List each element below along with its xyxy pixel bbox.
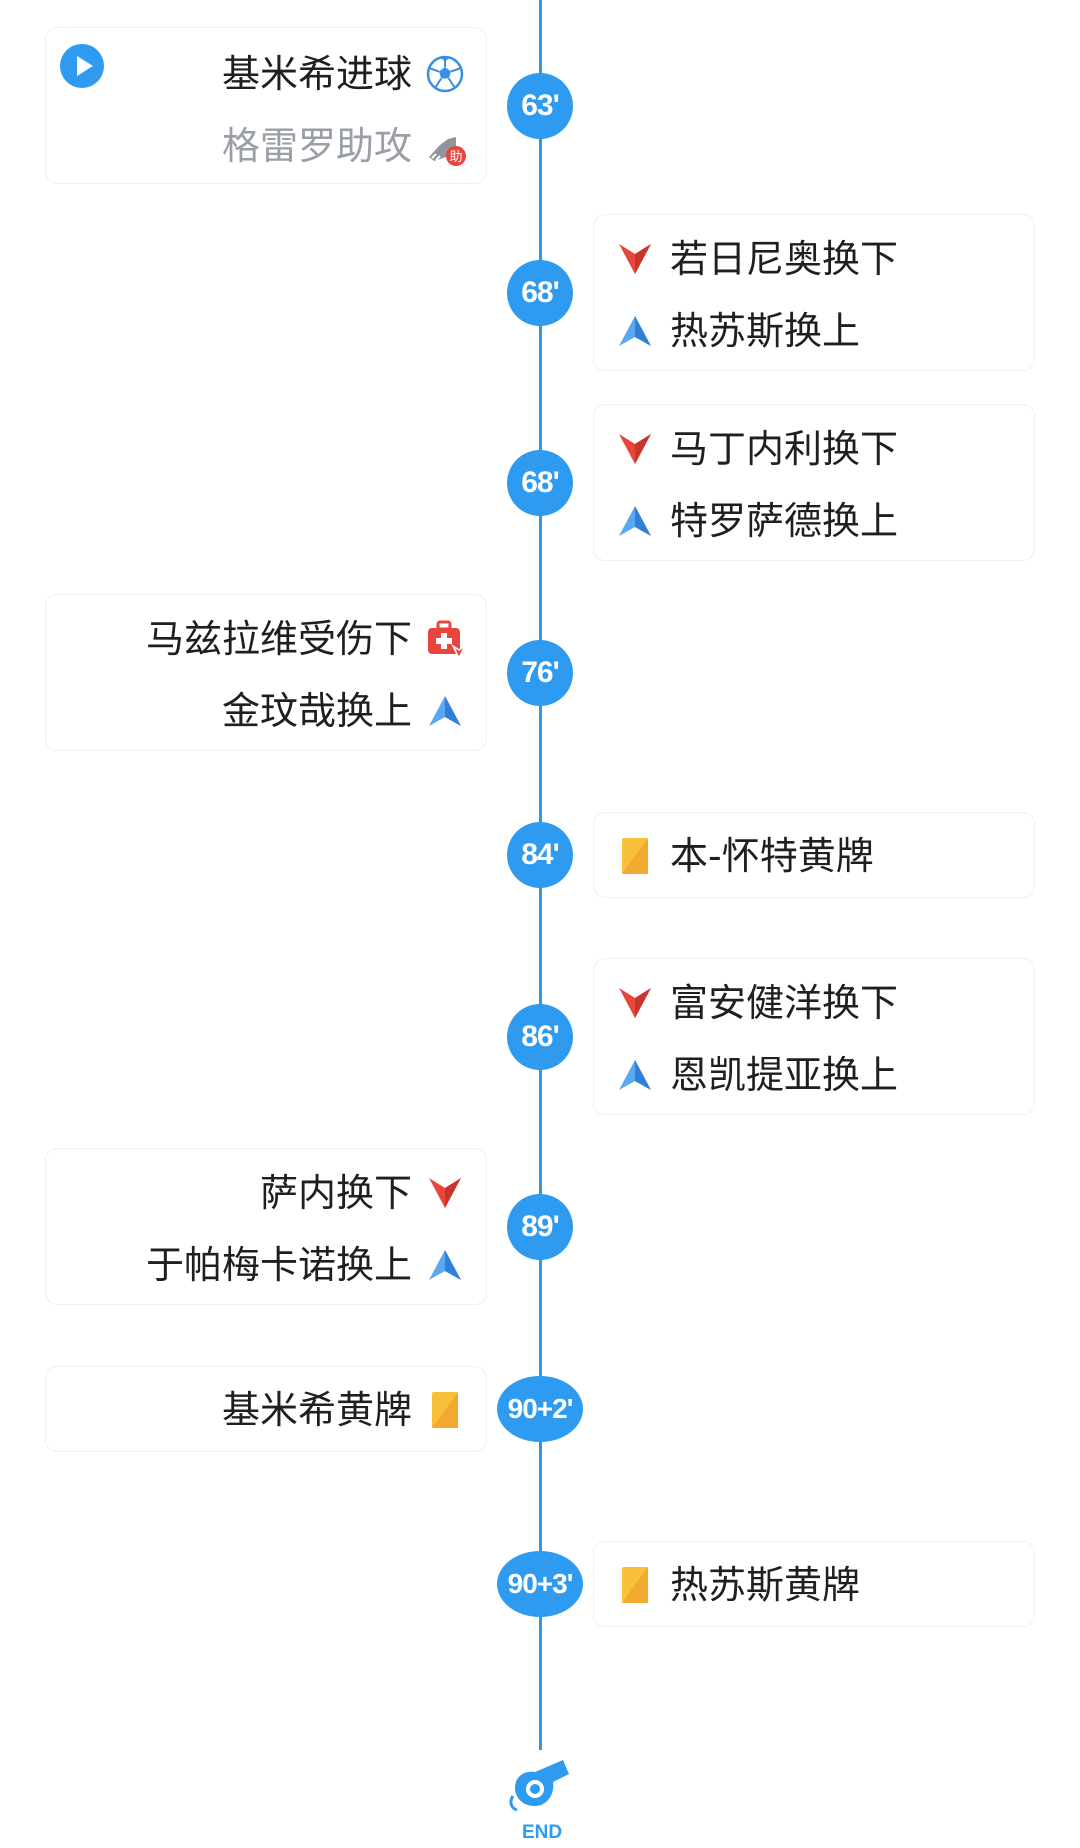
minute-badge: 90+2' bbox=[497, 1376, 583, 1442]
minute-badge: 68' bbox=[507, 450, 573, 516]
yellow-card-icon bbox=[426, 1391, 464, 1429]
yellow-card-icon bbox=[616, 837, 654, 875]
sub-out-icon bbox=[616, 430, 654, 468]
sub-out-icon bbox=[426, 1174, 464, 1212]
minute-badge: 76' bbox=[507, 640, 573, 706]
event-card[interactable]: 马丁内利换下 特罗萨德换上 bbox=[593, 404, 1035, 561]
sub-in-icon bbox=[426, 1246, 464, 1284]
event-text: 金玟哉换上 bbox=[221, 689, 412, 733]
event-text: 富安健洋换下 bbox=[670, 981, 899, 1025]
minute-badge: 84' bbox=[507, 822, 573, 888]
event-card[interactable]: 基米希黄牌 bbox=[45, 1366, 487, 1452]
event-text: 若日尼奥换下 bbox=[670, 237, 899, 281]
event-text: 恩凯提亚换上 bbox=[670, 1053, 899, 1097]
yellow-card-icon bbox=[616, 1566, 654, 1604]
minute-badge: 68' bbox=[507, 260, 573, 326]
minute-badge: 63' bbox=[507, 73, 573, 139]
event-text: 格雷罗助攻 bbox=[221, 124, 412, 168]
event-text: 马丁内利换下 bbox=[670, 427, 899, 471]
event-text: 基米希黄牌 bbox=[221, 1388, 412, 1432]
event-card[interactable]: 马兹拉维受伤下 金玟哉换上 bbox=[45, 594, 487, 751]
sub-in-icon bbox=[616, 1056, 654, 1094]
sub-out-icon bbox=[616, 240, 654, 278]
whistle-icon bbox=[505, 1752, 579, 1822]
event-text: 特罗萨德换上 bbox=[670, 499, 899, 543]
event-text: 萨内换下 bbox=[259, 1171, 412, 1215]
event-text: 基米希进球 bbox=[221, 52, 412, 96]
minute-badge: 89' bbox=[507, 1194, 573, 1260]
sub-in-icon bbox=[616, 502, 654, 540]
event-card[interactable]: 萨内换下 于帕梅卡诺换上 bbox=[45, 1148, 487, 1305]
event-card[interactable]: 热苏斯黄牌 bbox=[593, 1541, 1035, 1627]
sub-in-icon bbox=[616, 312, 654, 350]
play-video-icon[interactable] bbox=[60, 44, 104, 88]
event-text: 本-怀特黄牌 bbox=[670, 834, 874, 878]
football-icon bbox=[426, 55, 464, 93]
event-card[interactable]: 基米希进球 格雷罗助攻 助 bbox=[45, 27, 487, 184]
sub-out-icon bbox=[616, 984, 654, 1022]
event-text: 于帕梅卡诺换上 bbox=[145, 1243, 412, 1287]
injury-icon bbox=[426, 620, 467, 660]
end-label: END bbox=[521, 1822, 563, 1843]
minute-badge: 90+3' bbox=[497, 1551, 583, 1617]
event-text: 马兹拉维受伤下 bbox=[145, 617, 412, 661]
event-text: 热苏斯黄牌 bbox=[670, 1563, 861, 1607]
minute-badge: 86' bbox=[507, 1004, 573, 1070]
boot-assist-icon: 助 bbox=[426, 127, 466, 166]
event-card[interactable]: 富安健洋换下 恩凯提亚换上 bbox=[593, 958, 1035, 1115]
event-card[interactable]: 若日尼奥换下 热苏斯换上 bbox=[593, 214, 1035, 371]
event-text: 热苏斯换上 bbox=[670, 309, 861, 353]
sub-in-icon bbox=[426, 692, 464, 730]
event-card[interactable]: 本-怀特黄牌 bbox=[593, 812, 1035, 898]
assist-badge: 助 bbox=[449, 150, 462, 165]
